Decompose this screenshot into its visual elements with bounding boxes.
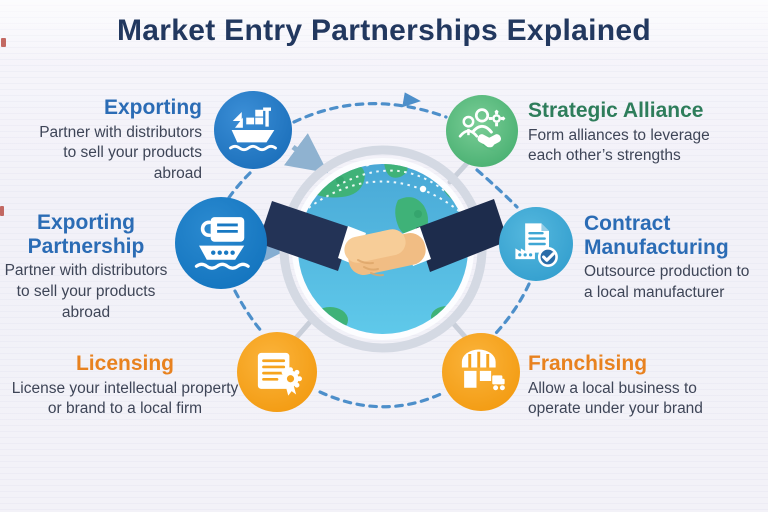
franchising-heading: Franchising — [528, 352, 760, 376]
exporting-heading: Exporting — [18, 96, 202, 120]
heading-line: Partnership — [27, 234, 145, 258]
ship-crate-crane-icon — [194, 217, 250, 270]
desc-line: Partner with distributors — [4, 262, 168, 280]
contract-manufacturing-node-circle[interactable] — [499, 207, 573, 281]
desc-line: operate under your brand — [528, 400, 703, 418]
exporting-label-block: Exporting Partner with distributors to s… — [18, 96, 202, 185]
desc-line: Partner with distributors — [39, 123, 202, 141]
exporting-partnership-label-block: Exporting Partnership Partner with distr… — [0, 211, 172, 323]
heading-line: Strategic Alliance — [528, 99, 704, 122]
desc-line: to sell your products abroad — [16, 282, 156, 321]
heading-line: Franchising — [528, 352, 648, 375]
contract-manufacturing-label-block: Contract Manufacturing Outsource product… — [584, 212, 762, 304]
desc-line: Form alliances to leverage — [528, 126, 710, 144]
dashed-cycle-connectors — [226, 102, 531, 409]
heading-line: Exporting — [37, 211, 135, 234]
cargo-ship-icon — [229, 107, 277, 152]
desc-line: to sell your products abroad — [63, 144, 202, 183]
heading-line: Licensing — [75, 352, 175, 375]
heading-line: Exporting — [104, 96, 202, 119]
desc-line: a local manufacturer — [584, 283, 725, 301]
desc-line: Allow a local business to — [528, 379, 697, 397]
franchising-label-block: Franchising Allow a local business to op… — [528, 352, 760, 420]
page-title: Market Entry Partnerships Explained — [116, 14, 651, 47]
arrow-exporting-to-hub — [283, 133, 329, 173]
strategic-alliance-heading: Strategic Alliance — [528, 99, 754, 123]
dashed-arc-arrowhead — [402, 92, 421, 108]
exporting-partnership-heading: Exporting Partnership — [0, 211, 172, 258]
heading-line: Manufacturing — [584, 235, 729, 259]
desc-line: or brand to a local firm — [47, 400, 203, 418]
exporting-partnership-node-circle[interactable] — [175, 197, 267, 289]
strategic-alliance-node-circle[interactable] — [446, 95, 518, 167]
licensing-label-block: Licensing License your intellectual prop… — [10, 352, 240, 420]
storefront-truck-icon — [461, 349, 505, 391]
desc-line: Outsource production to — [584, 263, 750, 281]
licensing-node-circle[interactable] — [237, 332, 317, 412]
desc-line: each other’s strengths — [528, 147, 681, 165]
heading-line: Contract — [584, 212, 671, 235]
contract-manufacturing-heading: Contract Manufacturing — [584, 212, 762, 259]
factory-document-check-icon — [515, 223, 558, 267]
strategic-alliance-label-block: Strategic Alliance Form alliances to lev… — [528, 99, 754, 167]
exporting-node-circle[interactable] — [214, 91, 292, 169]
texture-speck — [0, 206, 4, 216]
franchising-node-circle[interactable] — [442, 333, 520, 411]
certificate-ribbon-icon — [257, 352, 302, 396]
handshake-icon — [258, 199, 508, 277]
licensing-heading: Licensing — [10, 352, 240, 376]
desc-line: License your intellectual property — [11, 379, 239, 397]
texture-speck — [1, 38, 6, 47]
people-gear-handshake-icon — [458, 108, 506, 152]
title-band — [0, 0, 768, 62]
